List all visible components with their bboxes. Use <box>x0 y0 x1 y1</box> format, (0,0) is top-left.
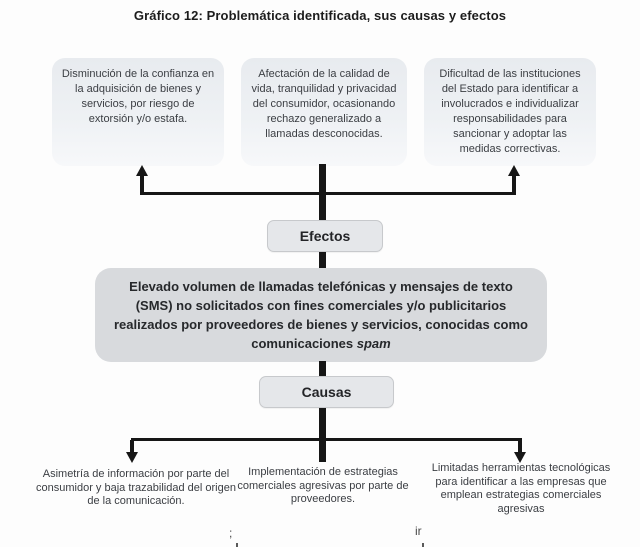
effects-left-stub <box>140 175 144 194</box>
arrow-up-left-icon <box>136 165 148 176</box>
effect-box-1: Disminución de la confianza en la adquis… <box>52 58 224 166</box>
effect-box-2-text: Afectación de la calidad de vida, tranqu… <box>251 68 397 140</box>
causes-label-box: Causas <box>259 376 394 408</box>
effects-trunk-line <box>319 164 326 268</box>
effect-box-2: Afectación de la calidad de vida, tranqu… <box>241 58 407 166</box>
cutoff-text-right: ir <box>415 524 422 538</box>
causes-label: Causas <box>301 384 352 400</box>
causes-left-stub <box>130 440 134 453</box>
arrow-up-right-icon <box>508 165 520 176</box>
cutoff-mark-left <box>236 543 238 547</box>
arrow-down-right-icon <box>514 452 526 463</box>
central-problem-box: Elevado volumen de llamadas telefónicas … <box>95 268 547 362</box>
central-problem-main-text: Elevado volumen de llamadas telefónicas … <box>114 279 528 351</box>
effect-box-1-text: Disminución de la confianza en la adquis… <box>61 68 215 125</box>
causes-trunk-lower <box>319 408 326 462</box>
causes-horizontal-line <box>131 438 522 441</box>
cause-text-1: Asimetría de información por parte del c… <box>36 468 236 507</box>
effect-box-3-text: Dificultad de las instituciones del Esta… <box>439 68 581 155</box>
cause-text-3: Limitadas herramientas tecnológicas para… <box>431 462 611 515</box>
effects-right-stub <box>512 175 516 194</box>
causes-trunk-upper <box>319 361 326 377</box>
arrow-down-left-icon <box>126 452 138 463</box>
central-problem-italic-term: spam <box>356 336 391 351</box>
cutoff-mark-right <box>422 543 424 547</box>
effect-box-3: Dificultad de las instituciones del Esta… <box>424 58 596 166</box>
effects-horizontal-line <box>140 192 516 195</box>
central-problem-text: Elevado volumen de llamadas telefónicas … <box>109 277 533 353</box>
effects-label-box: Efectos <box>267 220 383 252</box>
cause-text-2: Implementación de estrategias comerciale… <box>237 466 409 505</box>
cutoff-text-left: ; <box>229 526 233 540</box>
effects-label: Efectos <box>299 228 351 244</box>
causes-right-stub <box>518 440 522 453</box>
figure-title: Gráfico 12: Problemática identificada, s… <box>133 8 507 23</box>
